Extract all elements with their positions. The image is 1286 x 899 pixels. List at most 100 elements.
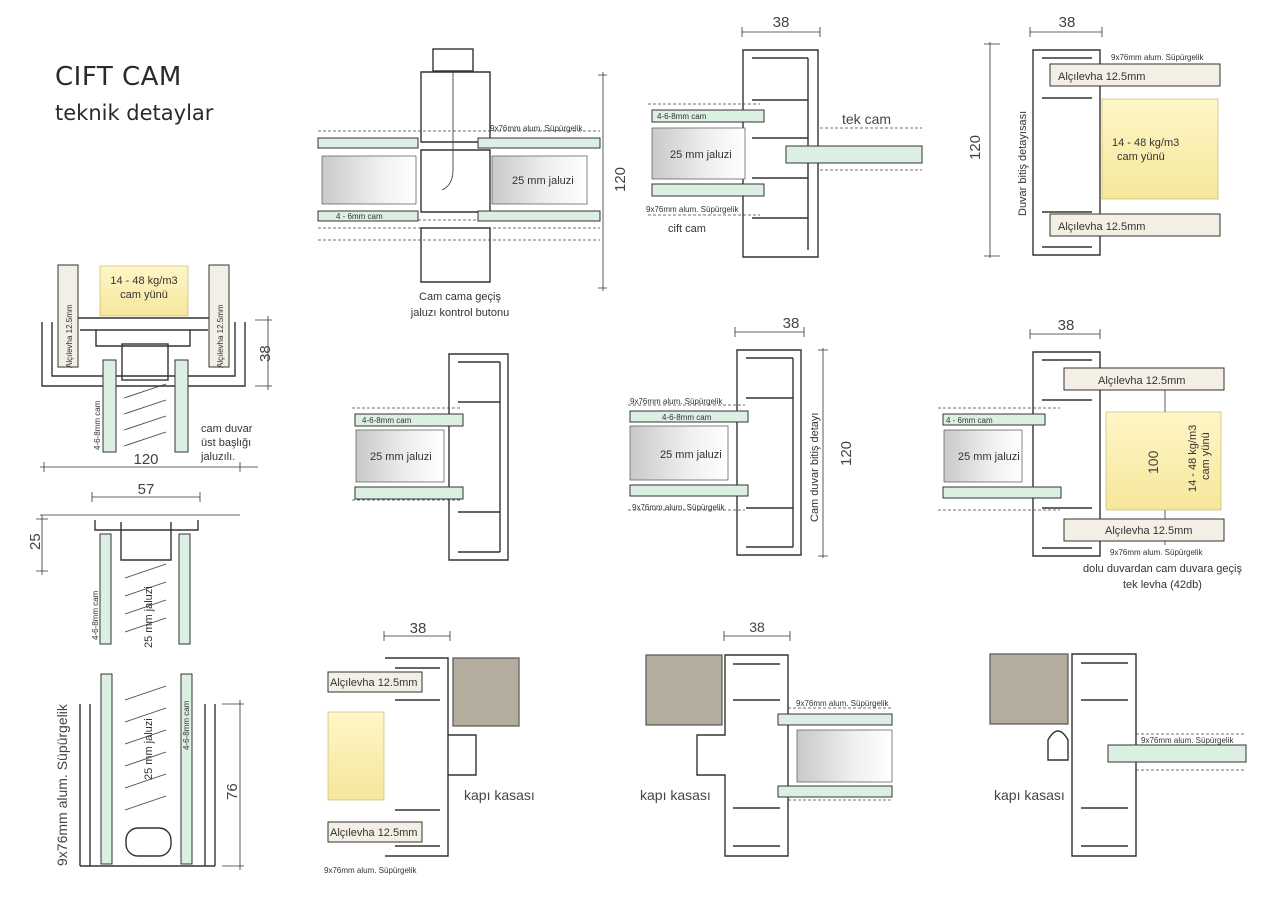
dimension-57: 57 bbox=[138, 481, 155, 498]
center-mullion bbox=[420, 71, 491, 283]
glass-right-bottom bbox=[477, 210, 601, 222]
dimension-100: 100 bbox=[1145, 450, 1161, 474]
blind bbox=[796, 729, 893, 783]
blind-label: 25 mm jaluzi bbox=[670, 149, 732, 161]
hidden-lines bbox=[628, 404, 745, 511]
frame-profile bbox=[736, 349, 802, 556]
glass-pane-left bbox=[100, 673, 113, 865]
glass-label: 4 - 6mm cam bbox=[946, 416, 993, 425]
glass-label: 4-6-8mm cam bbox=[657, 112, 707, 121]
gypsum-board-bottom bbox=[327, 821, 423, 843]
gypsum-board-left bbox=[57, 264, 79, 368]
gypsum-label-top: Alçılevha 12.5mm bbox=[330, 677, 417, 689]
glass-top bbox=[354, 413, 464, 427]
detail-top-header: Alçılevha 12.5mm Alçılevha 12.5mm 14 - 4… bbox=[40, 264, 274, 472]
dimension-lines bbox=[40, 316, 272, 472]
glass-label: 4-6-8mm cam bbox=[662, 413, 712, 422]
wool-label-line1: 14 - 48 kg/m3 bbox=[1187, 425, 1199, 492]
glass-bottom bbox=[777, 785, 893, 798]
detail-single-double-glass: 38 4-6-8mm cam 25 mm jaluzi 9x76mm alum.… bbox=[646, 14, 923, 258]
hidden-lines bbox=[788, 707, 892, 801]
door-leaf bbox=[989, 653, 1069, 725]
blind-label: 25 mm jaluzi bbox=[143, 586, 155, 648]
dimension-120: 120 bbox=[838, 441, 855, 466]
dimension-lines bbox=[984, 27, 1103, 258]
gypsum-label-right: Alçılevha 12.5mm bbox=[216, 304, 225, 368]
label-cift-cam: cift cam bbox=[668, 223, 706, 235]
note-cam-duvar: cam duvar bbox=[201, 423, 253, 435]
caption-line1: Cam cama geçiş bbox=[419, 291, 501, 303]
control-rod bbox=[441, 72, 454, 191]
dimension-lines bbox=[222, 700, 244, 870]
wool-label-line2: cam yünü bbox=[1117, 151, 1165, 163]
glass-bottom bbox=[629, 484, 749, 497]
hidden-lines bbox=[1136, 733, 1246, 771]
head-profile bbox=[94, 520, 199, 561]
single-glass bbox=[1107, 744, 1247, 763]
note-ust-basligi: üst başlığı bbox=[201, 437, 251, 449]
door-frame-label: kapı kasası bbox=[994, 787, 1065, 803]
frame-profile bbox=[1032, 351, 1101, 557]
glass-pane-left bbox=[102, 359, 117, 453]
dimension-lines bbox=[723, 631, 791, 641]
dimension-120: 120 bbox=[612, 167, 629, 192]
skirting-label: 9x76mm alum. Süpürgelik bbox=[1110, 548, 1203, 557]
blind-weight bbox=[125, 827, 172, 857]
blind bbox=[629, 425, 729, 481]
hidden-lines bbox=[648, 103, 760, 216]
gypsum-board-top bbox=[1049, 63, 1221, 87]
glass-pane-right bbox=[174, 359, 189, 453]
blind-label: 25 mm jaluzi bbox=[143, 718, 155, 780]
wool-label-line2: cam yünü bbox=[1200, 432, 1212, 480]
hidden-lines bbox=[318, 130, 600, 241]
gypsum-board-right bbox=[208, 264, 230, 368]
detail-glass-to-glass: 9x76mm alum. Süpürgelik 4 - 6mm cam 25 m… bbox=[317, 48, 629, 319]
glass-wool-fill bbox=[1105, 411, 1222, 511]
skirting-label: 9x76mm alum. Süpürgelik bbox=[796, 699, 889, 708]
glass-pane-right bbox=[178, 533, 191, 645]
skirting-label: 9x76mm alum. Süpürgelik bbox=[54, 703, 70, 866]
dimension-lines bbox=[741, 27, 821, 37]
glass-label: 4-6-8mm cam bbox=[93, 400, 102, 450]
blind-label: 25 mm jaluzi bbox=[660, 449, 722, 461]
frame-profile bbox=[1071, 653, 1137, 857]
glass-left-top bbox=[317, 137, 419, 149]
hidden-lines bbox=[352, 407, 460, 501]
drawing-subtitle: teknik detaylar bbox=[55, 101, 214, 125]
blind bbox=[651, 127, 746, 180]
gypsum-board-bottom bbox=[1049, 213, 1221, 237]
caption-line2: jaluzı kontrol butonu bbox=[410, 307, 509, 319]
skirting-profile bbox=[79, 704, 216, 867]
control-knob bbox=[432, 48, 474, 72]
gypsum-label-top: Alçılevha 12.5mm bbox=[1098, 375, 1185, 387]
skirting-label: 9x76mm alum. Süpürgelik bbox=[490, 124, 583, 133]
blind-slats bbox=[124, 563, 167, 633]
dimension-38: 38 bbox=[257, 345, 274, 362]
glass-bottom bbox=[354, 486, 464, 500]
gypsum-board-top bbox=[327, 671, 423, 693]
frame-profile bbox=[448, 353, 509, 561]
dimension-38: 38 bbox=[1059, 14, 1076, 31]
detail-wall-end: 38 120 9x76mm alum. Süpürgelik Alçılevha… bbox=[967, 14, 1221, 258]
glass-right-top bbox=[477, 137, 601, 149]
single-glass bbox=[785, 145, 923, 164]
blind-label: 25 mm jaluzi bbox=[370, 451, 432, 463]
gypsum-label-bottom: Alçılevha 12.5mm bbox=[1105, 525, 1192, 537]
blind-left bbox=[321, 155, 417, 205]
detail-57-section: 57 25 4-6-8mm cam 25 mm jaluzi bbox=[27, 481, 240, 648]
dimension-38: 38 bbox=[773, 14, 790, 31]
blind-slats bbox=[123, 383, 167, 447]
blind-label: 25 mm jaluzi bbox=[512, 175, 574, 187]
glass-bottom bbox=[651, 183, 765, 197]
glass-wool-fill bbox=[1101, 98, 1219, 200]
glass-bottom bbox=[942, 486, 1062, 499]
dimension-76: 76 bbox=[224, 783, 241, 800]
skirting-label: 9x76mm alum. Süpürgelik bbox=[1111, 53, 1204, 62]
door-frame-label: kapı kasası bbox=[640, 787, 711, 803]
side-label: Duvar bitiş detayısası bbox=[1017, 111, 1029, 216]
glass-pane-left bbox=[99, 533, 112, 645]
dimension-38: 38 bbox=[410, 620, 427, 637]
dimension-25: 25 bbox=[27, 533, 44, 550]
frame-profile bbox=[742, 49, 819, 258]
